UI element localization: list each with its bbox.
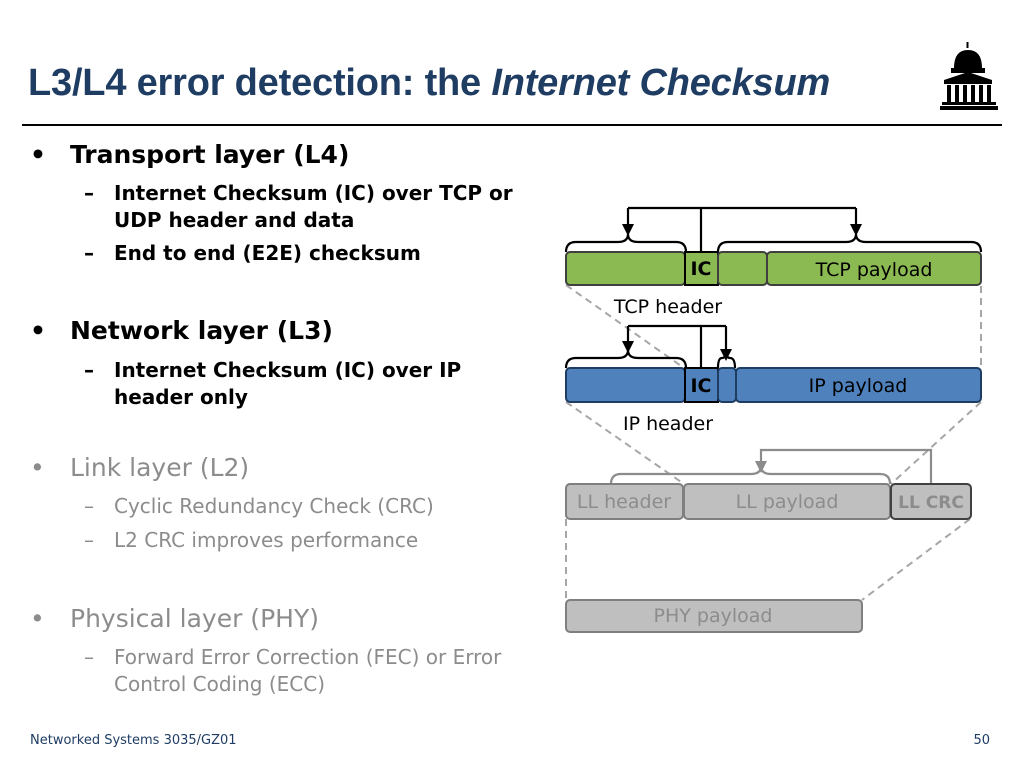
university-building-icon bbox=[940, 42, 998, 110]
ip-arrowheads bbox=[622, 341, 732, 361]
ll-crc-label: LL CRC bbox=[898, 493, 964, 513]
expansion-line bbox=[565, 284, 685, 369]
tcp-header-rest bbox=[717, 251, 768, 286]
bullet-text: Physical layer (PHY) bbox=[70, 604, 319, 633]
expansion-line bbox=[890, 401, 982, 485]
arrowhead bbox=[622, 224, 634, 236]
bullet-text: Network layer (L3) bbox=[70, 316, 333, 345]
tcp-header-brace bbox=[564, 233, 688, 253]
bullet-dot: • bbox=[30, 140, 46, 169]
footer-course: Networked Systems 3035/GZ01 bbox=[30, 733, 237, 748]
bullet-dot: • bbox=[30, 453, 45, 482]
title-emphasis: Internet Checksum bbox=[491, 62, 831, 104]
ll-crc-block bbox=[890, 483, 972, 520]
link-layer-frame: LL header LL payload LL CRC bbox=[565, 483, 972, 520]
bullet-dot: • bbox=[30, 604, 45, 633]
sub-bullet-text: L2 CRC improves performance bbox=[114, 528, 419, 552]
tcp-payload-brace bbox=[716, 233, 983, 253]
ip-header-brace bbox=[564, 349, 688, 369]
arrowhead bbox=[755, 461, 767, 473]
title-divider bbox=[22, 124, 1002, 126]
sub-bullet-text: Internet Checksum (IC) over IP header on… bbox=[114, 358, 462, 409]
sub-bullet-text: Cyclic Redundancy Check (CRC) bbox=[114, 494, 434, 518]
tcp-payload-label: TCP payload bbox=[815, 259, 933, 281]
tcp-segment: IC TCP payload bbox=[565, 251, 982, 286]
tcp-header-block bbox=[565, 251, 686, 286]
expansion-lines bbox=[565, 284, 982, 601]
arrowhead bbox=[850, 224, 862, 236]
arrowhead bbox=[720, 349, 732, 361]
ll-payload-label: LL payload bbox=[736, 491, 839, 513]
ll-header-label: LL header bbox=[577, 491, 671, 513]
page-number: 50 bbox=[973, 733, 990, 748]
phy-frame: PHY payload bbox=[565, 599, 863, 633]
sub-bullet-dash: – bbox=[84, 358, 94, 382]
bullet-text: Transport layer (L4) bbox=[70, 140, 350, 169]
sub-bullet-dash: – bbox=[84, 181, 94, 205]
phy-payload-label: PHY payload bbox=[654, 605, 773, 627]
page-title: L3/L4 error detection: the Internet Chec… bbox=[28, 62, 830, 105]
sub-bullet-text: Internet Checksum (IC) over TCP or UDP h… bbox=[114, 181, 513, 232]
ll-bracket-connector bbox=[759, 448, 933, 484]
ip-ic-label: IC bbox=[690, 375, 711, 397]
tcp-bracket-connector bbox=[626, 206, 858, 252]
ip-payload-block bbox=[735, 367, 982, 403]
tcp-ic-label: IC bbox=[690, 258, 711, 280]
ip-header-block bbox=[565, 367, 686, 403]
ip-header-rest bbox=[717, 367, 737, 403]
title-plain: L3/L4 error detection: the bbox=[28, 62, 492, 104]
ip-ic-field bbox=[684, 367, 719, 403]
tcp-payload-block bbox=[766, 251, 982, 286]
ip-bracket-connector bbox=[626, 324, 728, 368]
tcp-header-caption: TCP header bbox=[613, 296, 722, 318]
bullet-text: Link layer (L2) bbox=[70, 453, 250, 482]
ip-coverage-brackets bbox=[564, 324, 737, 369]
ip-payload-label: IP payload bbox=[809, 375, 908, 397]
phy-payload-block bbox=[565, 599, 863, 633]
arrowhead bbox=[622, 341, 634, 353]
sub-bullet-dash: – bbox=[84, 645, 94, 669]
sub-bullet-text: End to end (E2E) checksum bbox=[114, 241, 421, 265]
expansion-line bbox=[861, 518, 971, 601]
sub-bullet-dash: – bbox=[84, 241, 94, 265]
encapsulation-diagram: IC TCP payload TCP header IC IP payload … bbox=[564, 206, 983, 633]
sub-bullet-dash: – bbox=[84, 528, 94, 552]
tcp-arrowheads bbox=[622, 224, 862, 236]
sub-bullet-text: Forward Error Correction (FEC) or Error … bbox=[114, 645, 502, 696]
ll-coverage-brace bbox=[609, 465, 892, 485]
ip-header-caption: IP header bbox=[623, 413, 713, 435]
sub-bullet-dash: – bbox=[84, 494, 94, 518]
bullet-dot: • bbox=[30, 316, 46, 345]
ip-packet: IC IP payload bbox=[565, 367, 982, 403]
